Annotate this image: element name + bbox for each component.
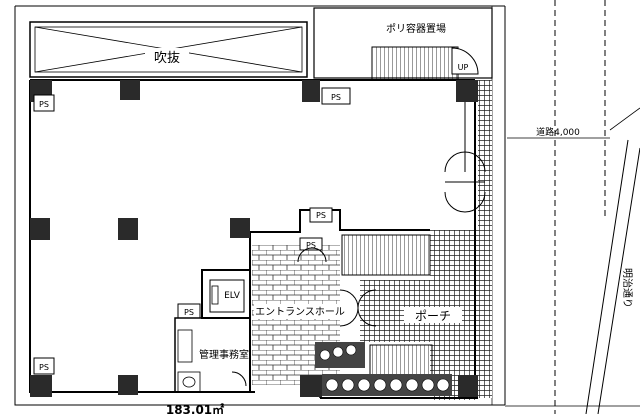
porch-area [360,80,492,400]
office [174,317,251,393]
ps-label: PS [316,211,326,220]
entrance-label-bg [254,304,346,319]
area-label: 183.01㎡ [166,402,224,414]
doors [231,151,486,387]
columns [30,80,478,397]
entrance-hall-label: エントランスホール [255,306,345,318]
stairs [341,46,479,376]
ps-label: PS [39,363,49,372]
porch-label: ポーチ [415,309,451,323]
planters [315,342,452,396]
ps-label: PS [306,241,316,250]
up-label: UP [458,63,469,72]
road-lines [505,0,640,414]
ps-boxes [33,87,351,375]
ps-label: PS [184,308,194,317]
ps-label: PS [39,100,49,109]
ps-label: PS [331,93,341,102]
poly-storage-label: ポリ容器置場 [386,22,446,35]
meiji-street-label: 明治通り [621,268,634,308]
road-label: 道路4,000 [536,126,580,138]
office-label: 管理事務室 [199,348,249,361]
porch-label-bg [404,307,462,323]
void-label: 吹抜 [154,50,180,66]
elevator-label: ELV [224,291,241,301]
void-area [34,26,303,73]
